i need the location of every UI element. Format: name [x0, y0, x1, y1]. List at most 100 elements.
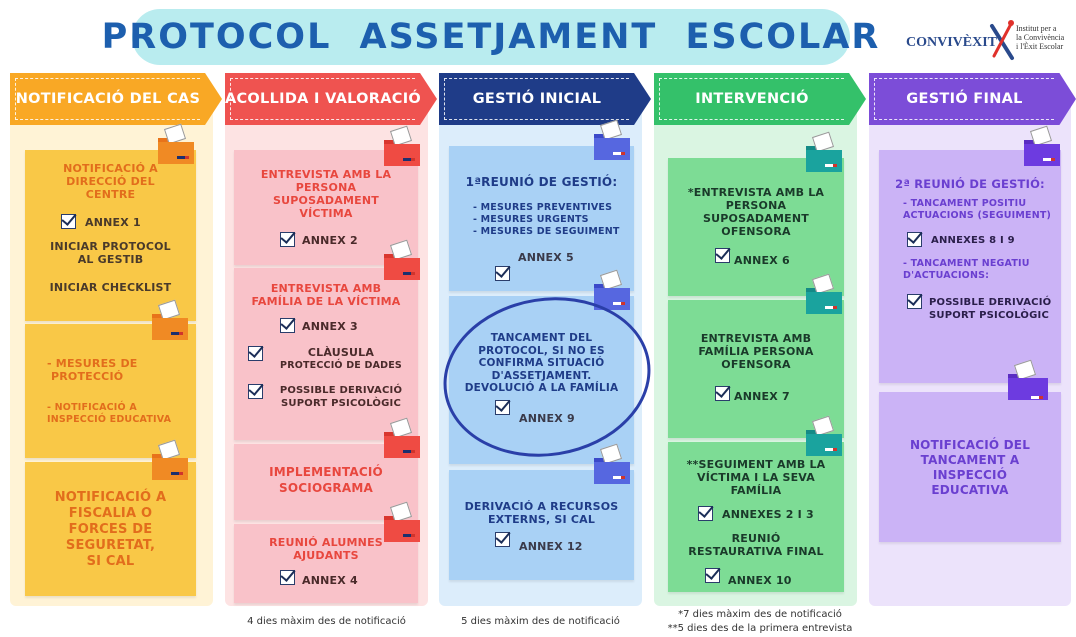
card-text: - MESURES PREVENTIVES- MESURES URGENTS- … [473, 202, 620, 237]
folder-icon [806, 131, 842, 172]
annex-label: ANNEX 5 [518, 251, 574, 264]
convivexit-logo: CONVIVÈXIT Institut per a la Convivència… [906, 20, 1076, 66]
card-subtitle: 1ªREUNIÓ DE GESTIÓ: [465, 175, 618, 189]
checkbox-icon [715, 386, 730, 401]
footer-note: 5 dies màxim des de notificació [461, 616, 620, 627]
annex-label: ANNEX 10 [728, 574, 792, 587]
checkbox-icon [248, 346, 263, 361]
logo-sub-line-2: la Convivència [1016, 33, 1065, 42]
annex-label: ANNEX 3 [302, 320, 358, 333]
folder-icon [152, 299, 188, 340]
folder-icon [384, 125, 420, 166]
logo-sub-line-3: i l'Èxit Escolar [1016, 42, 1064, 51]
annex-label: ANNEX 6 [734, 254, 790, 267]
header-label: ACOLLIDA I VALORACIÓ [224, 91, 422, 107]
folder-icon [384, 417, 420, 458]
card-text: INICIAR CHECKLIST [49, 281, 172, 294]
checkbox-icon [495, 532, 510, 547]
footer-note: *7 dies màxim des de notificació [678, 609, 842, 620]
annex-label: ANNEXES 8 I 9 [931, 235, 1015, 246]
card-reunio-gestio-1: 1ªREUNIÓ DE GESTIÓ: - MESURES PREVENTIVE… [449, 146, 634, 291]
folder-icon [806, 273, 842, 314]
folder-icon [152, 439, 188, 480]
header-label: GESTIÓ FINAL [906, 91, 1023, 107]
title-banner: PROTOCOL ASSETJAMENT ESCOLAR [102, 9, 878, 65]
folder-icon [384, 501, 420, 542]
checkbox-icon [280, 232, 295, 247]
logo-wordmark: CONVIVÈXIT [906, 35, 998, 50]
footer-note: 4 dies màxim des de notificació [247, 616, 406, 627]
logo-sub-line-1: Institut per a [1016, 24, 1057, 33]
checkbox-icon [907, 294, 922, 309]
checkbox-icon [698, 506, 713, 521]
annex-label: ANNEX 1 [85, 216, 141, 229]
annex-label: ANNEX 12 [519, 540, 583, 553]
header-label: GESTIÓ INICIAL [472, 91, 602, 107]
checkbox-icon [495, 266, 510, 281]
checkbox-icon [248, 384, 263, 399]
checkbox-icon [715, 248, 730, 263]
folder-icon [384, 239, 420, 280]
checkbox-icon [280, 570, 295, 585]
checkbox-icon [705, 568, 720, 583]
logo-x-icon [990, 20, 1014, 60]
header-label: INTERVENCIÓ [695, 91, 809, 107]
annex-label: ANNEXES 2 I 3 [722, 508, 814, 521]
checkbox-icon [61, 214, 76, 229]
checkbox-icon [907, 232, 922, 247]
card-reunio-gestio-2: 2ª REUNIÓ DE GESTIÓ: - TANCAMENT POSITIU… [879, 150, 1061, 383]
header-gestio-inicial: GESTIÓ INICIAL [439, 73, 651, 125]
folder-icon [594, 119, 630, 160]
header-gestio-final: GESTIÓ FINAL [869, 73, 1076, 125]
card-subtitle: 2ª REUNIÓ DE GESTIÓ: [895, 177, 1045, 191]
folder-icon [594, 443, 630, 484]
folder-icon [806, 415, 842, 456]
folder-icon [1024, 125, 1060, 166]
annex-label: ANNEX 2 [302, 234, 358, 247]
annex-label: ANNEX 9 [519, 412, 575, 425]
folder-icon [158, 123, 194, 164]
page-title: PROTOCOL ASSETJAMENT ESCOLAR [101, 17, 881, 57]
folder-icon [1008, 359, 1048, 402]
checkbox-icon [495, 400, 510, 415]
folder-icon [594, 269, 630, 310]
logo-subtitle: Institut per a la Convivència i l'Èxit E… [1016, 24, 1064, 51]
header-notificacio: NOTIFICACIÓ DEL CAS [10, 73, 222, 125]
header-label: NOTIFICACIÓ DEL CAS [15, 91, 201, 107]
footer-note: **5 dies des de la primera entrevista [667, 623, 853, 634]
annex-label: ANNEX 7 [734, 390, 790, 403]
